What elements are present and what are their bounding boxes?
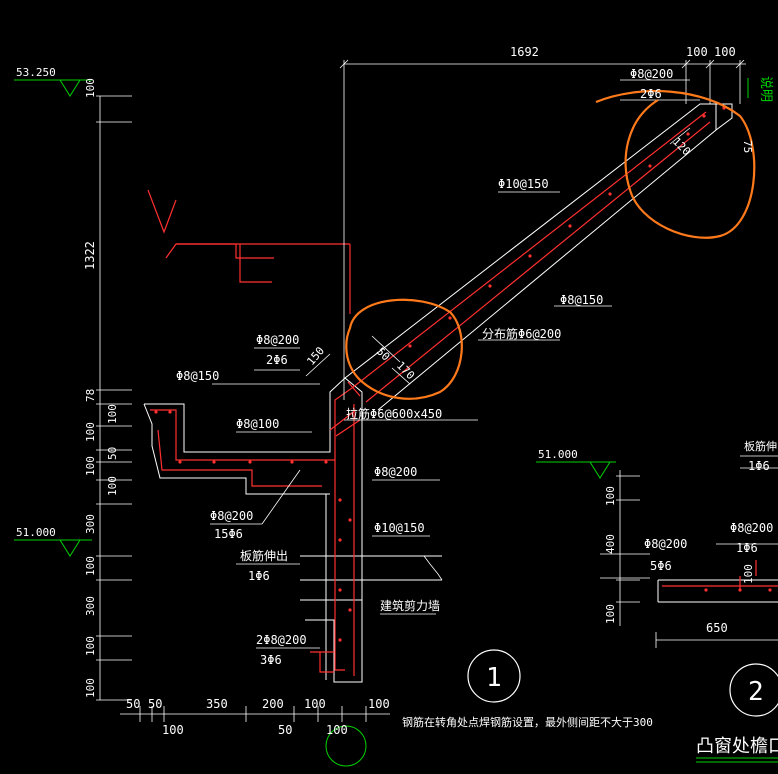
right-count-2: 1Φ6 — [736, 541, 758, 555]
right-dim-100c: 100 — [742, 564, 755, 584]
elevation-51000-left: 51.000 — [16, 526, 56, 539]
label-slope-second: Φ8@150 — [560, 293, 603, 307]
left-dim-100-c: 100 — [84, 456, 97, 476]
label-joint-bar: Φ8@200 — [256, 333, 299, 347]
right-bar-2: Φ8@200 — [730, 521, 773, 535]
label-dim-150: 150 — [304, 344, 327, 368]
section-markers — [467, 649, 778, 717]
bottom-dim-100-a: 100 — [304, 697, 326, 711]
label-beam-count: 15Φ6 — [214, 527, 243, 541]
label-wall-bar-2: Φ10@150 — [374, 521, 425, 535]
left-dim-300-a: 300 — [84, 514, 97, 534]
left-dim-100-g: 100 — [84, 678, 97, 698]
right-dim-400: 400 — [604, 534, 617, 554]
right-dim-100: 100 — [604, 486, 617, 506]
section-number-2: 2 — [748, 677, 764, 707]
left-dim-100-top: 100 — [84, 78, 97, 98]
edge-text: 说明 — [758, 76, 773, 102]
label-top-count: 2Φ6 — [640, 87, 662, 101]
bottom-dim-50-c: 50 — [278, 723, 292, 737]
label-bottom-count: 3Φ6 — [260, 653, 282, 667]
right-dim-100b: 100 — [604, 604, 617, 624]
section-number-1: 1 — [486, 663, 502, 693]
rebar-dots — [154, 106, 772, 642]
dim-100-top-a: 100 — [686, 45, 708, 59]
label-ledge-bar: Φ8@150 — [176, 369, 219, 383]
dimension-lines — [96, 59, 778, 722]
section-2-title: 凸窗处檐口 — [696, 736, 778, 757]
bottom-dim-200: 200 — [262, 697, 284, 711]
label-joint-count: 2Φ6 — [266, 353, 288, 367]
label-slab-ext-count: 1Φ6 — [248, 569, 270, 583]
dim-100-top-b: 100 — [714, 45, 736, 59]
rebar-lines — [147, 111, 778, 676]
right-bar: Φ8@200 — [644, 537, 687, 551]
bottom-dim-50-a: 50 — [126, 697, 140, 711]
right-dim-650: 650 — [706, 621, 728, 635]
label-note: 钢筋在转角处点焊钢筋设置，最外侧间距不大于300 — [402, 715, 653, 729]
left-dim-100-b: 100 — [106, 404, 119, 424]
label-distribution: 分布筋Φ6@200 — [482, 326, 561, 341]
label-dim-75: 75 — [741, 140, 754, 153]
label-beam-bar: Φ8@200 — [210, 509, 253, 523]
bottom-dim-100-d: 100 — [326, 723, 348, 737]
left-dim-300-b: 300 — [84, 596, 97, 616]
markup-circles — [345, 90, 756, 400]
left-dim-100-a: 100 — [84, 422, 97, 442]
left-dim-100-e: 100 — [84, 556, 97, 576]
left-dim-78: 78 — [84, 389, 97, 402]
dim-1692: 1692 — [510, 45, 539, 59]
label-dim-170: 170 — [394, 359, 417, 382]
label-shear-wall: 建筑剪力墙 — [380, 598, 440, 613]
right-slab-ext: 板筋伸出 — [744, 439, 778, 453]
concrete-outline — [143, 103, 778, 683]
bottom-dim-350: 350 — [206, 697, 228, 711]
label-slab-ext: 板筋伸出 — [240, 548, 288, 563]
bottom-dim-100-c: 100 — [162, 723, 184, 737]
elevation-marks — [14, 78, 778, 767]
label-wall-bar-1: Φ8@200 — [374, 465, 417, 479]
right-count: 5Φ6 — [650, 559, 672, 573]
bottom-dim-50-b: 50 — [148, 697, 162, 711]
label-bottom-bar: 2Φ8@200 — [256, 633, 307, 647]
elevation-51000-right: 51.000 — [538, 448, 578, 461]
left-dim-100-f: 100 — [84, 636, 97, 656]
left-dim-50: 50 — [106, 447, 119, 460]
label-slope-main: Φ10@150 — [498, 177, 549, 191]
label-slab-bar: Φ8@100 — [236, 417, 279, 431]
label-tie-bar: 拉筋Φ6@600x450 — [346, 406, 442, 421]
label-dim-50: 50 — [374, 345, 393, 364]
bottom-dim-100-b: 100 — [368, 697, 390, 711]
right-slab-count: 1Φ6 — [748, 459, 770, 473]
left-dim-100-d: 100 — [106, 476, 119, 496]
label-top-bar: Φ8@200 — [630, 67, 673, 81]
left-dim-1322: 1322 — [83, 241, 97, 270]
elevation-53250: 53.250 — [16, 66, 56, 79]
